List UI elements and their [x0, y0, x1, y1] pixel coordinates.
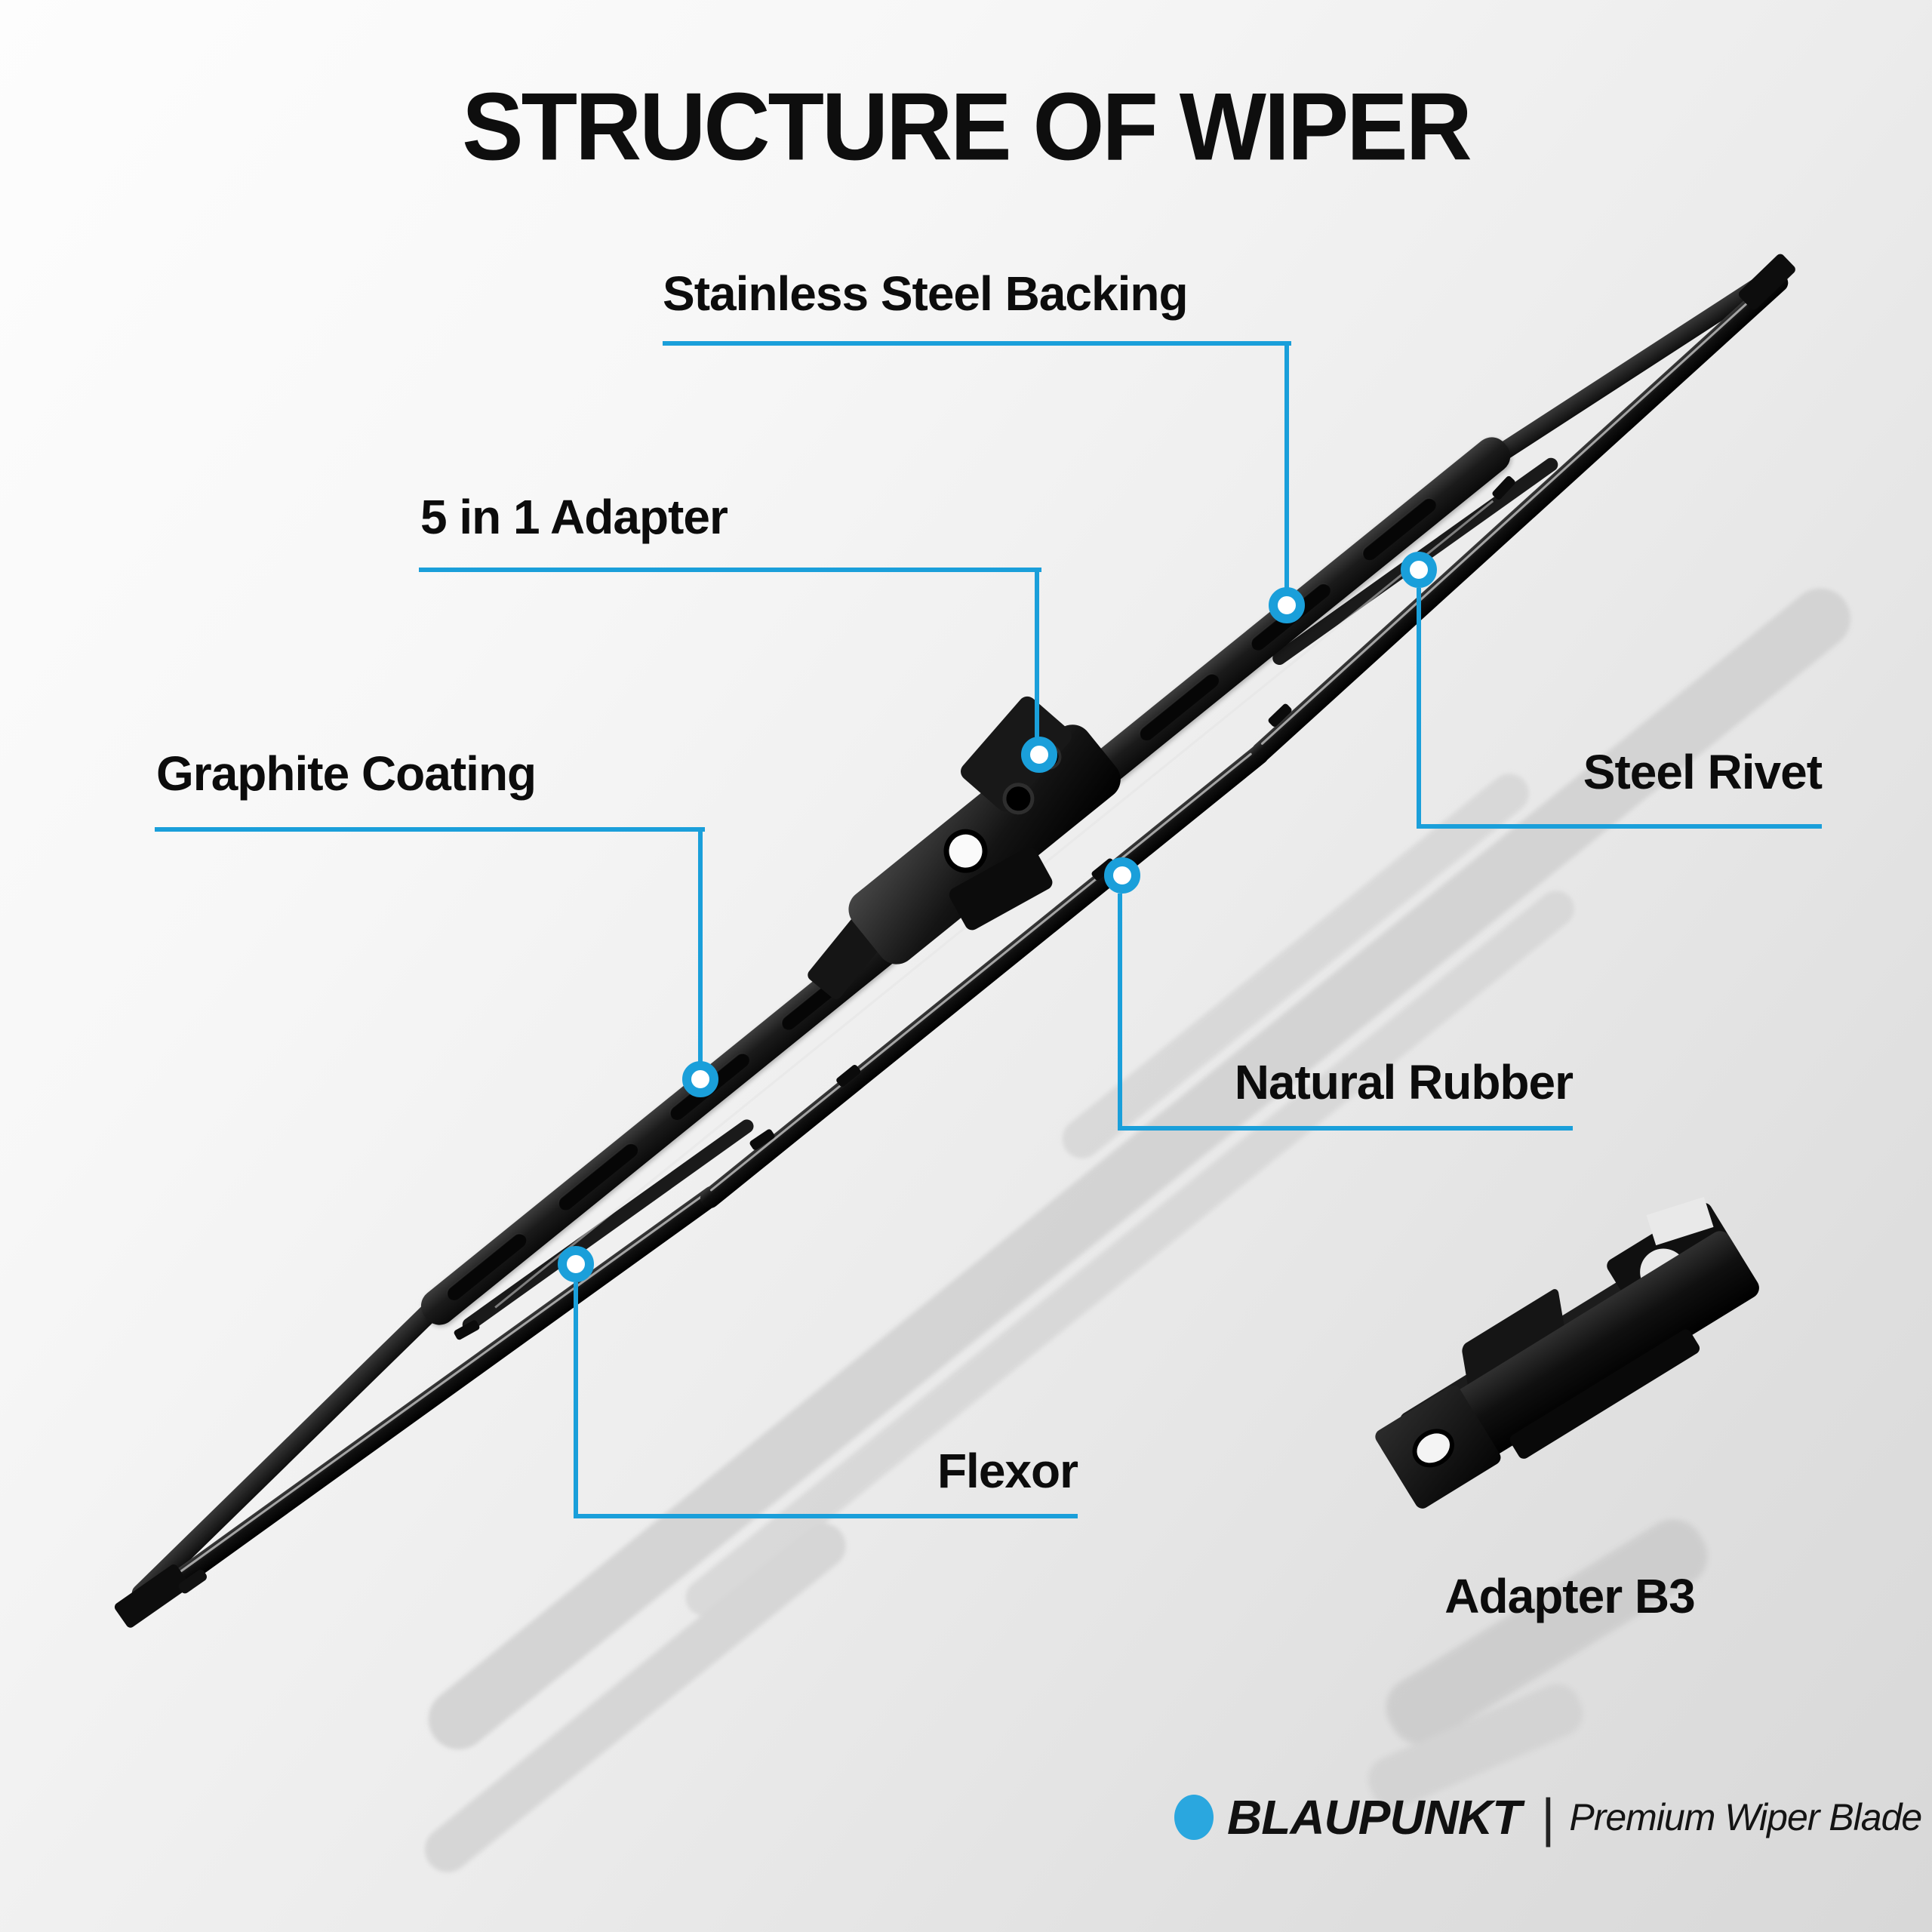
callout-line	[698, 827, 703, 1063]
callout-ring-icon	[558, 1246, 594, 1282]
callout-line	[574, 1514, 1078, 1518]
adapter-b3-image	[1358, 1196, 1781, 1524]
callout-ring-icon	[1269, 587, 1305, 623]
callout-line	[1417, 588, 1421, 829]
callout-ring-icon	[682, 1061, 718, 1097]
callout-line	[155, 827, 705, 832]
callout-label-natural-rubber: Natural Rubber	[1234, 1055, 1574, 1109]
brand-tagline: Premium Wiper Blade	[1569, 1796, 1922, 1838]
brand-dot-icon	[1174, 1795, 1214, 1840]
callout-label-flexor: Flexor	[937, 1444, 1078, 1498]
callout-line	[1284, 341, 1289, 590]
branding-row: BLAUPUNKT | Premium Wiper Blade	[1174, 1786, 1922, 1849]
brand-separator: |	[1540, 1788, 1555, 1847]
page-title: STRUCTURE OF WIPER	[462, 73, 1472, 180]
wiper-end-arm	[1491, 268, 1780, 464]
callout-line	[663, 341, 1291, 346]
callout-line	[1417, 824, 1822, 829]
callout-line	[1118, 1126, 1573, 1131]
callout-label-graphite-coating: Graphite Coating	[156, 746, 537, 801]
callout-line	[574, 1282, 578, 1518]
brand-logo-text: BLAUPUNKT	[1227, 1790, 1521, 1844]
callout-line	[1035, 568, 1039, 739]
callout-ring-icon	[1401, 552, 1437, 588]
callout-line	[419, 568, 1041, 572]
callout-label-steel-rivet: Steel Rivet	[1583, 745, 1823, 799]
adapter-b3-label: Adapter B3	[1444, 1569, 1695, 1623]
adapter-b3-body	[1361, 1196, 1779, 1531]
wiper-end-arm	[128, 1276, 466, 1607]
callout-label-stainless-steel-backing: Stainless Steel Backing	[663, 266, 1189, 321]
callout-ring-icon	[1021, 737, 1057, 773]
callout-ring-icon	[1104, 857, 1140, 894]
callout-label-5-in-1-adapter: 5 in 1 Adapter	[420, 490, 728, 544]
callout-line	[1118, 894, 1122, 1131]
